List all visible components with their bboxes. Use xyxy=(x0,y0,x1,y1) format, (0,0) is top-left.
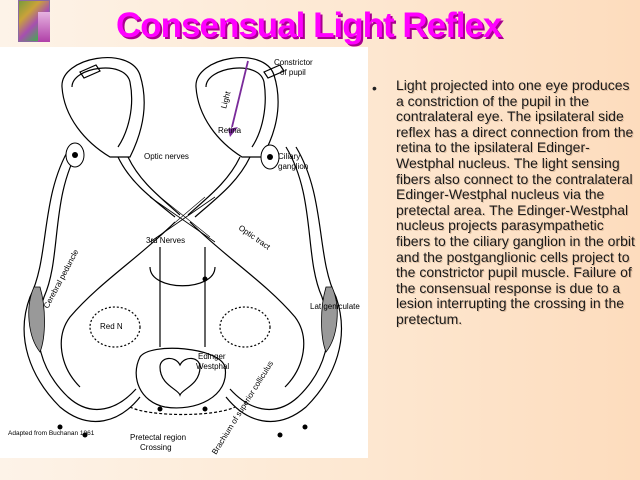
light-arrow xyxy=(228,60,249,137)
left-eye-outline xyxy=(61,57,145,158)
label-edinger: Edinger xyxy=(198,352,226,361)
label-red-n: Red N xyxy=(100,322,123,331)
label-optic-tract: Optic tract xyxy=(237,223,273,252)
label-optic-nerves: Optic nerves xyxy=(144,152,189,161)
label-crossing: Crossing xyxy=(140,443,172,452)
label-cerebral-peduncle: Cerebral peduncle xyxy=(42,248,81,310)
label-westphal: Westphal xyxy=(196,362,229,371)
right-eye-outline xyxy=(195,57,279,158)
label-adapted: Adapted from Buchanan 1961 xyxy=(8,430,95,437)
label-ciliary: Ciliary xyxy=(278,152,300,161)
bullet-text: Light projected into one eye produces a … xyxy=(396,77,635,327)
label-of-pupil: of pupil xyxy=(280,68,306,77)
slide-logo-accent xyxy=(38,12,50,42)
label-lat-geniculate: Lat geniculate xyxy=(310,302,360,311)
label-light: Light xyxy=(219,90,232,110)
label-pretectal-region: Pretectal region xyxy=(130,433,186,442)
slide-title: Consensual Light Reflex xyxy=(116,6,502,45)
label-retina: Retina xyxy=(218,126,242,135)
label-constrictor: Constrictor xyxy=(274,58,313,67)
label-third-nerves: 3rd Nerves xyxy=(146,236,185,245)
bullet-marker: • xyxy=(372,80,377,96)
reflex-diagram-svg: Constrictor of pupil Light Retina Optic … xyxy=(8,57,360,456)
label-ganglion: ganglion xyxy=(278,162,308,171)
label-brachium: Brachium of superior colliculus xyxy=(210,359,275,456)
reflex-diagram: Constrictor of pupil Light Retina Optic … xyxy=(0,47,368,458)
